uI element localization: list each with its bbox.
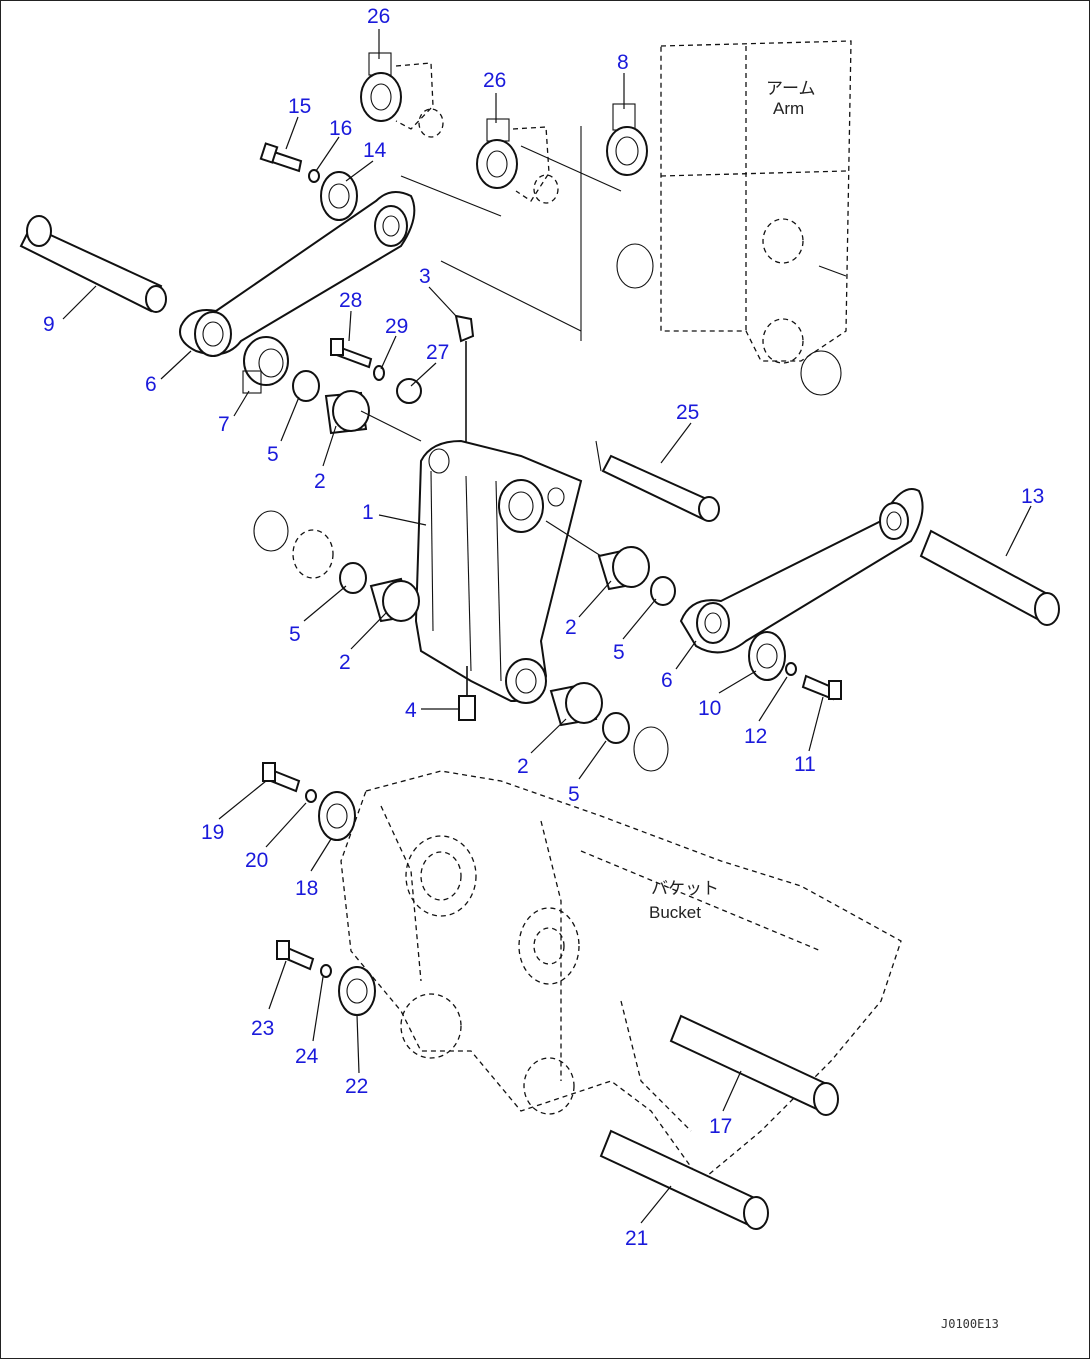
- cap-10: [748, 631, 786, 681]
- callout-6-upper: 6: [145, 373, 157, 396]
- pin-25: [601, 454, 720, 522]
- pin-13: [919, 529, 1060, 626]
- callout-26-upper: 26: [367, 5, 390, 28]
- callout-14: 14: [363, 139, 387, 162]
- callout-18: 18: [295, 877, 318, 900]
- callout-16: 16: [329, 117, 352, 140]
- callout-6-lower: 6: [661, 669, 673, 692]
- pin-17: [669, 1014, 839, 1116]
- callout-11: 11: [794, 753, 816, 776]
- callout-24: 24: [295, 1045, 319, 1068]
- callout-1: 1: [362, 501, 374, 524]
- callout-labels: 26 26 8 15 16 14 3 9 28 29 27 6 7 5 2 25…: [43, 5, 1044, 1250]
- callout-5-b: 5: [289, 623, 301, 646]
- callout-28: 28: [339, 289, 362, 312]
- leader-lines: [62, 29, 1032, 1224]
- bolt-15: [259, 142, 303, 173]
- bushing-2-d: [549, 682, 603, 727]
- callout-8: 8: [617, 51, 629, 74]
- washer-24: [320, 964, 332, 978]
- washer-12: [785, 662, 797, 676]
- bushing-26-lower: [476, 118, 559, 204]
- washer-20: [305, 789, 317, 803]
- callout-22: 22: [345, 1075, 368, 1098]
- bushing-2-c: [597, 546, 650, 591]
- callout-12: 12: [744, 725, 767, 748]
- callout-19: 19: [201, 821, 224, 844]
- callout-5-c: 5: [613, 641, 625, 664]
- callout-5-a: 5: [267, 443, 279, 466]
- arm-label-en: Arm: [773, 99, 804, 118]
- arm-outline: アーム Arm: [616, 40, 852, 396]
- link-1: [414, 439, 583, 704]
- link-6-upper: [179, 191, 416, 357]
- bolt-19: [262, 762, 301, 793]
- ring-27: [396, 378, 422, 404]
- callout-27: 27: [426, 341, 449, 364]
- bolt-23: [276, 940, 315, 971]
- callout-17: 17: [709, 1115, 732, 1138]
- bucket-label-en: Bucket: [649, 903, 701, 922]
- bucket-label-jp: バケット: [651, 879, 719, 898]
- pin-9: [19, 215, 167, 313]
- callout-4: 4: [405, 699, 417, 722]
- cap-22: [338, 966, 376, 1016]
- drawing-code: J0100E13: [941, 1317, 999, 1331]
- bushing-7: [242, 336, 289, 394]
- callout-21: 21: [625, 1227, 648, 1250]
- oring-lower: [633, 726, 669, 772]
- oring-left-a: [253, 510, 289, 552]
- link-6-lower: [679, 488, 924, 654]
- bushing-2-b: [369, 577, 420, 623]
- callout-23: 23: [251, 1017, 274, 1040]
- callout-2-b: 2: [339, 651, 351, 674]
- callout-7: 7: [218, 413, 230, 436]
- bolt-28: [330, 338, 373, 369]
- grease-fitting-4: [458, 666, 476, 721]
- callout-25: 25: [676, 401, 699, 424]
- bucket-outline: バケット Bucket: [340, 770, 902, 1182]
- callout-26-lower: 26: [483, 69, 506, 92]
- callout-2-d: 2: [517, 755, 529, 778]
- callout-15: 15: [288, 95, 311, 118]
- seal-5-b: [339, 562, 367, 594]
- callout-29: 29: [385, 315, 408, 338]
- washer-16: [308, 169, 320, 183]
- bushing-26-upper: [360, 52, 444, 138]
- callout-2-c: 2: [565, 616, 577, 639]
- callout-2-a: 2: [314, 470, 326, 493]
- callout-20: 20: [245, 849, 268, 872]
- bolt-11: [801, 674, 842, 701]
- grease-fitting-3: [454, 314, 475, 461]
- seal-5-a: [292, 370, 320, 402]
- callout-10: 10: [698, 697, 721, 720]
- bushing-2-a: [324, 390, 370, 435]
- cap-14: [320, 171, 358, 221]
- callout-5-d: 5: [568, 783, 580, 806]
- pin-21: [599, 1129, 769, 1230]
- arm-label-jp: アーム: [766, 79, 815, 98]
- callout-9: 9: [43, 313, 55, 336]
- bushing-phantom: [292, 529, 334, 579]
- callout-3: 3: [419, 265, 431, 288]
- arm-bushing: [606, 103, 648, 176]
- cap-18: [318, 791, 356, 841]
- washer-29: [373, 365, 385, 381]
- seal-5-c: [650, 576, 676, 606]
- seal-5-d: [602, 712, 630, 744]
- callout-13: 13: [1021, 485, 1044, 508]
